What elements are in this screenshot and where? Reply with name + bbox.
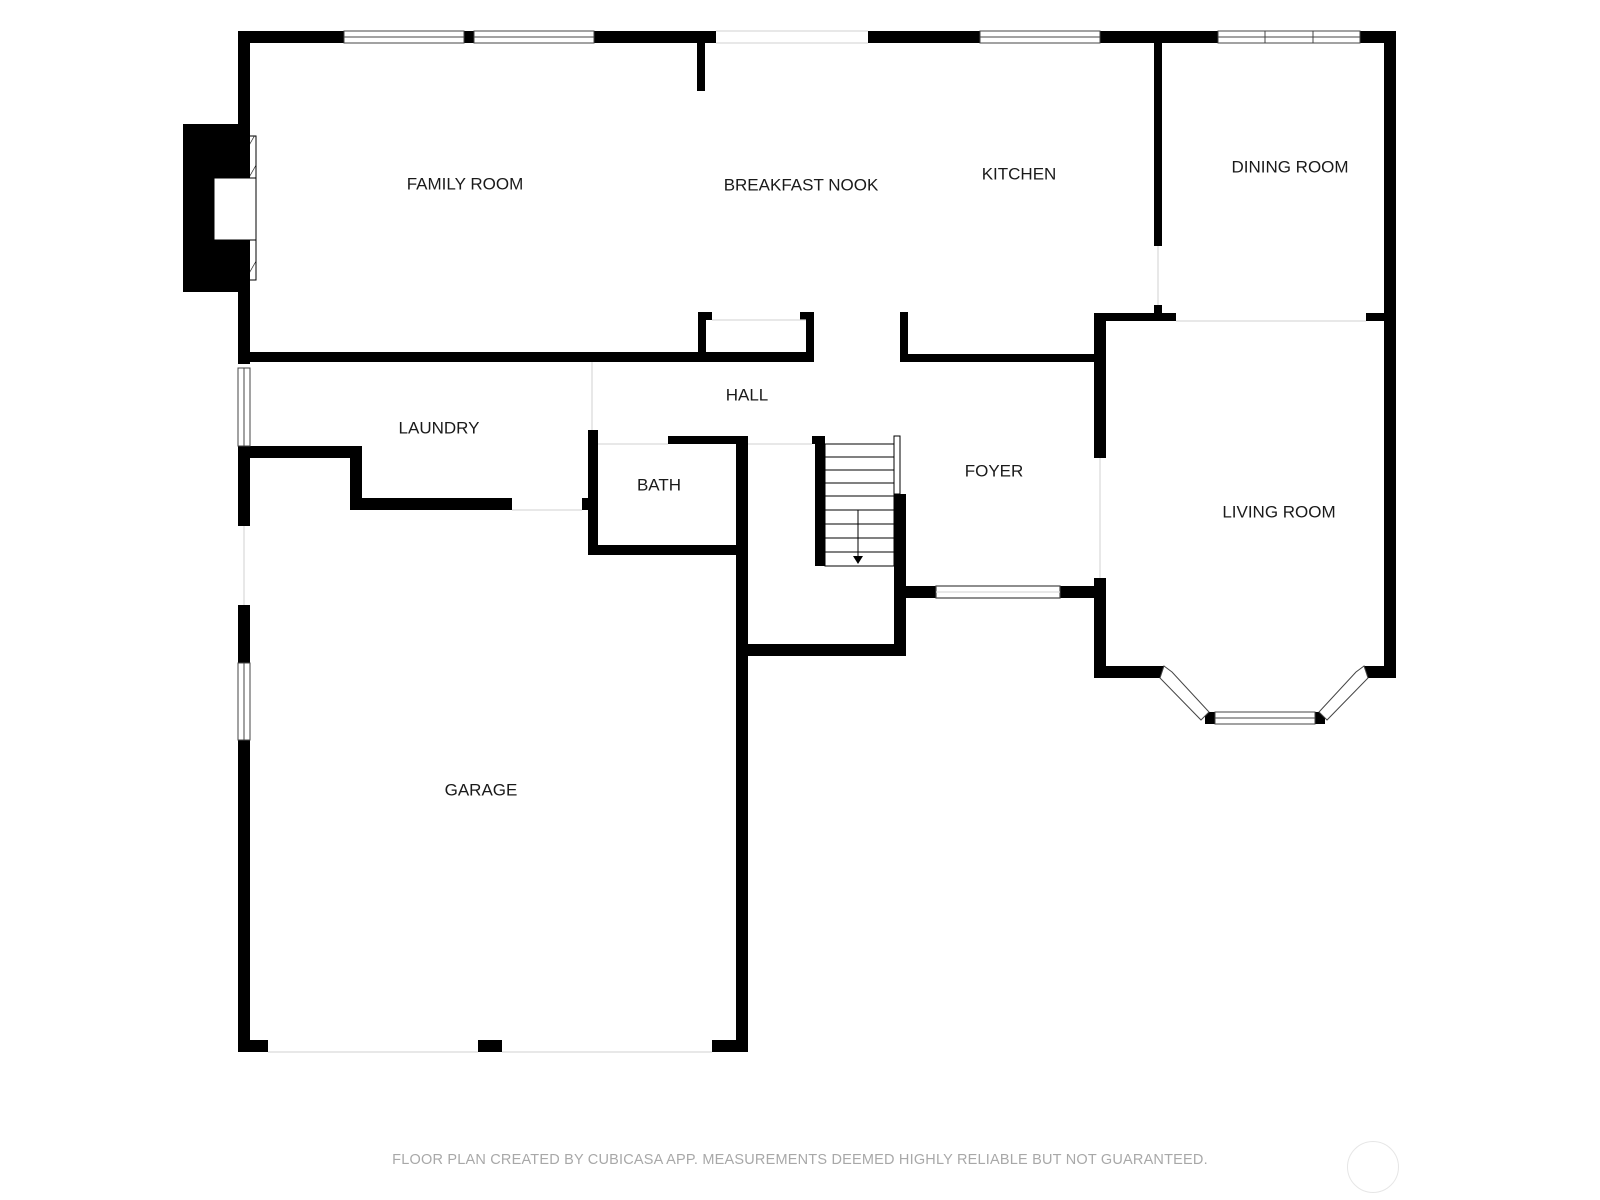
room-label-bath: BATH [637,475,681,494]
openings [243,30,1366,1053]
footer-disclaimer: FLOOR PLAN CREATED BY CUBICASA APP. MEAS… [392,1152,1208,1168]
windows [237,30,1369,741]
fireplace [183,124,257,292]
staircase [824,435,901,567]
room-label-living-room: LIVING ROOM [1222,502,1335,521]
room-label-dining-room: DINING ROOM [1231,157,1348,176]
room-label-breakfast-nook: BREAKFAST NOOK [724,175,879,194]
room-label-kitchen: KITCHEN [982,164,1057,183]
room-label-garage: GARAGE [445,780,518,799]
walls [238,31,1396,1052]
room-label-foyer: FOYER [965,461,1024,480]
room-labels: FAMILY ROOM BREAKFAST NOOK KITCHEN DININ… [399,157,1349,799]
room-label-family-room: FAMILY ROOM [407,174,524,193]
room-label-laundry: LAUNDRY [399,418,480,437]
compass-badge [1347,1141,1399,1193]
room-label-hall: HALL [726,385,769,404]
